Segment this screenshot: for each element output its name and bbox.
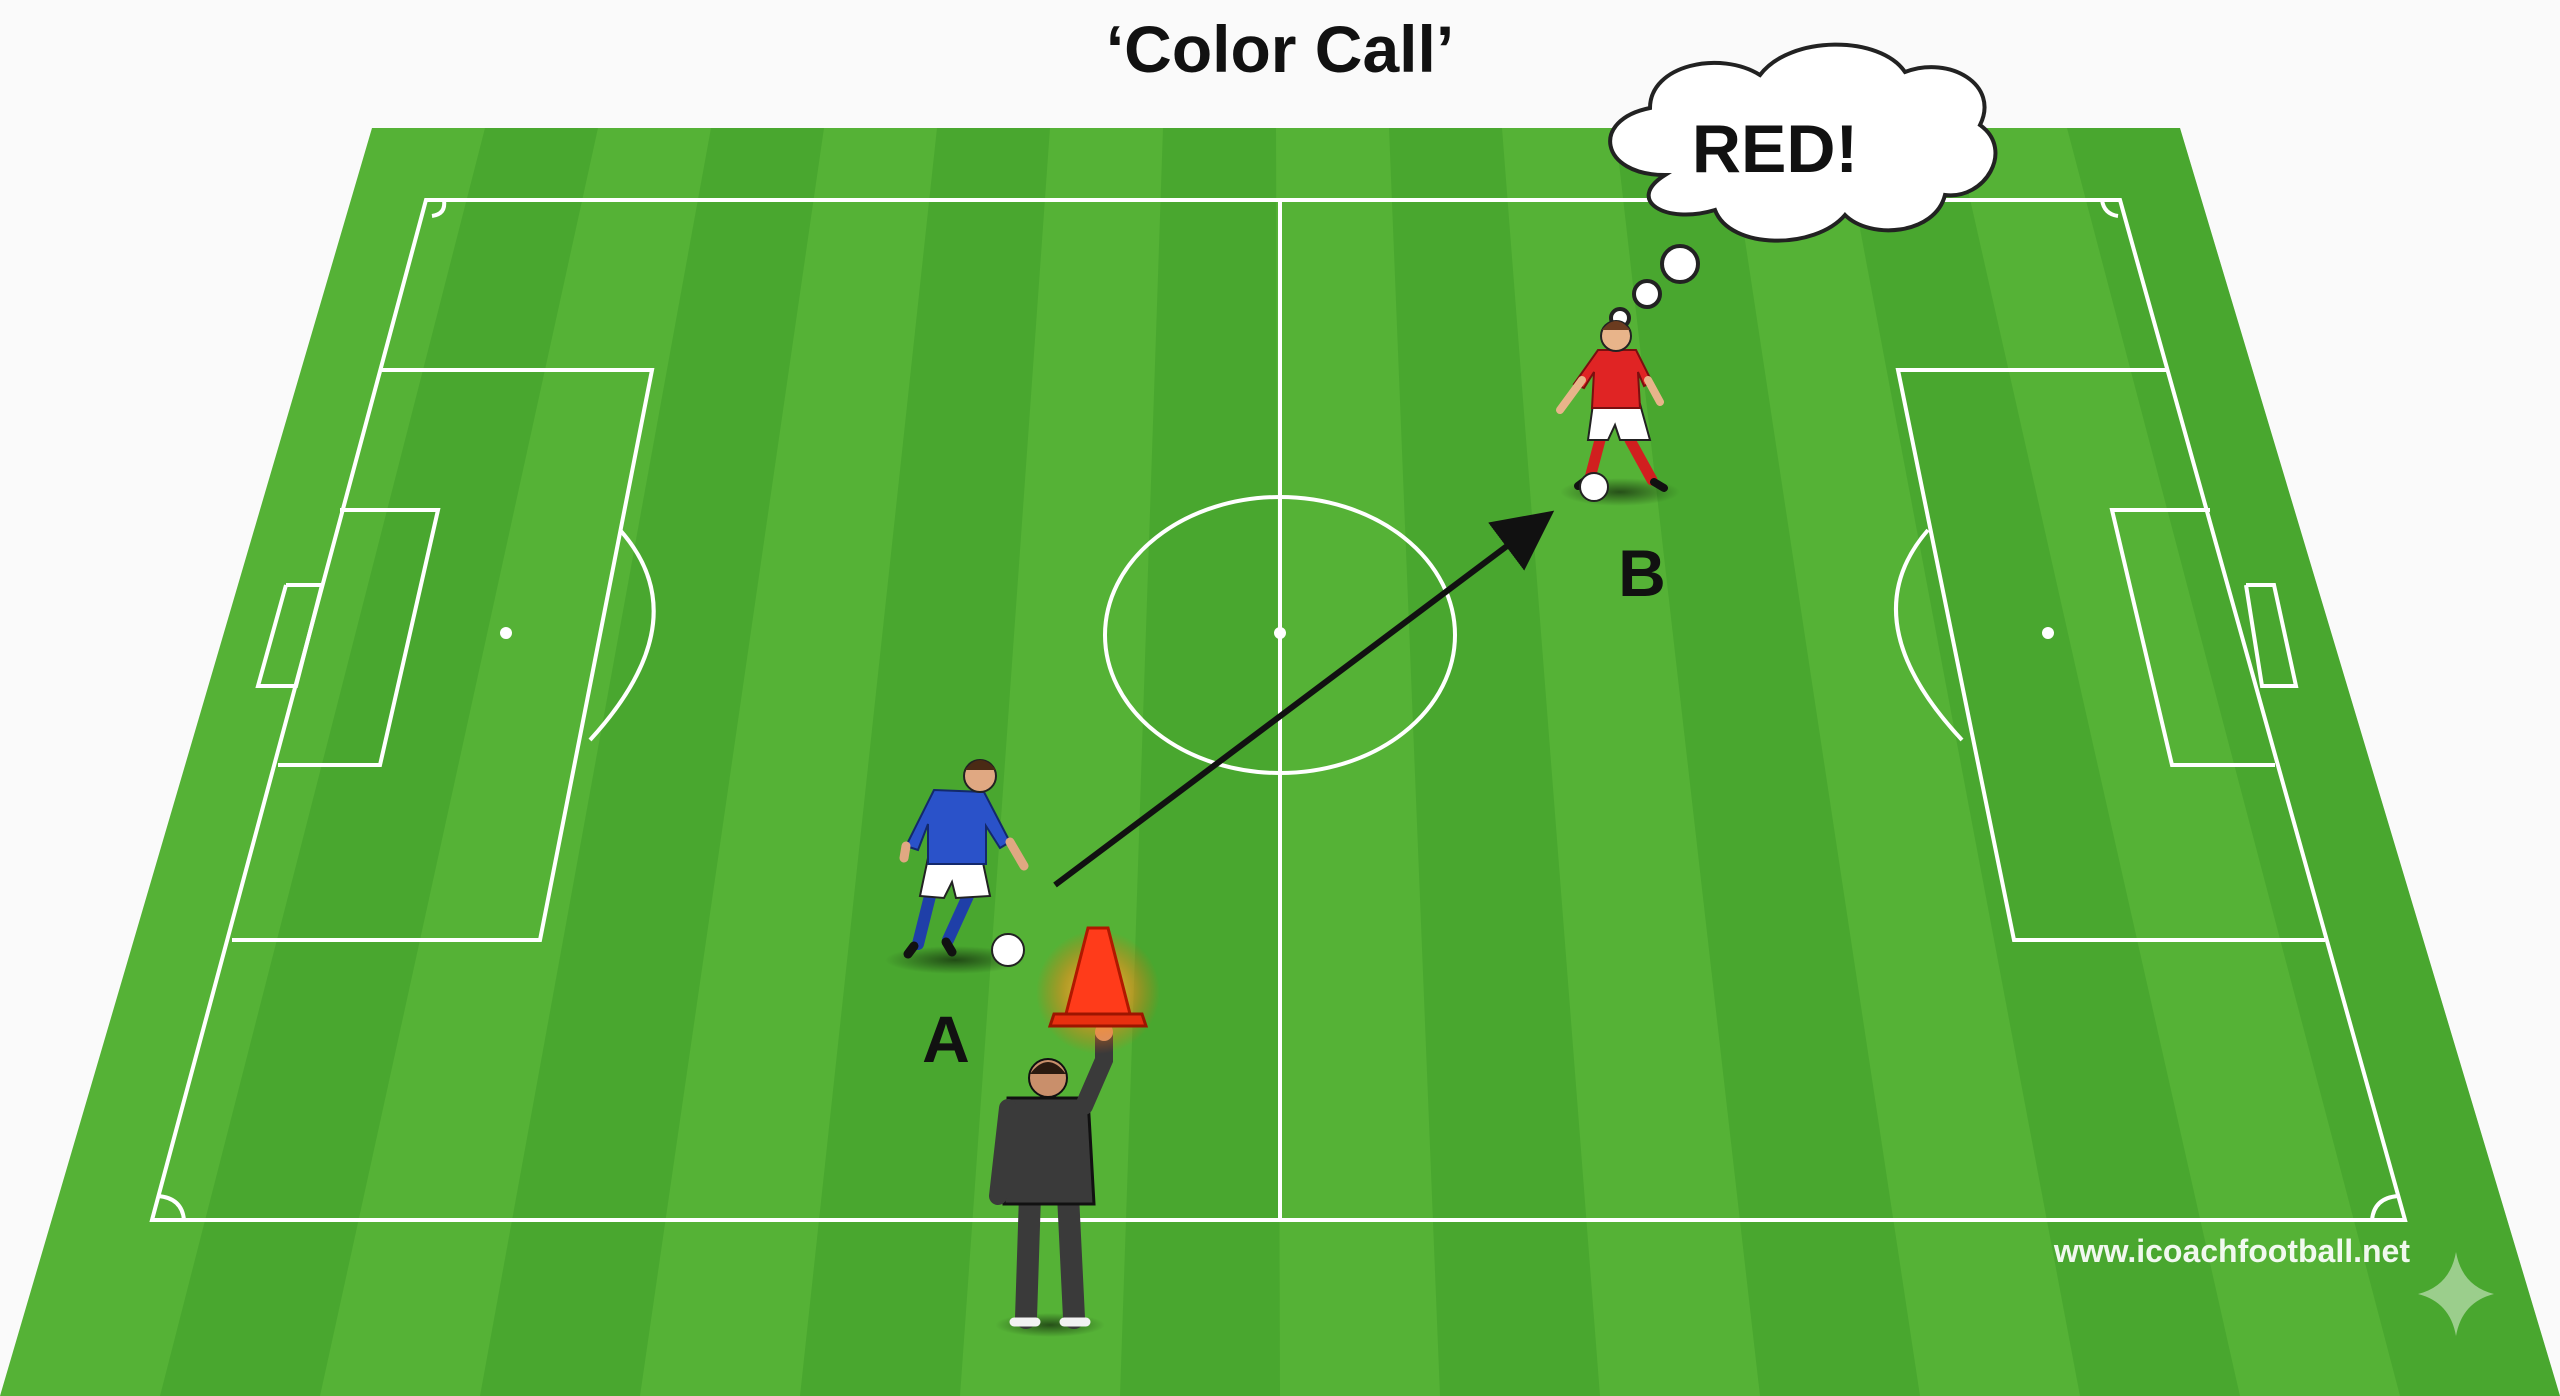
player-b-label: B (1618, 536, 1666, 610)
player-b-legs (1584, 434, 1658, 486)
corner-arc-br (2370, 1194, 2399, 1221)
player-b-shorts (1586, 403, 1652, 441)
corner-arc-tr (2100, 199, 2119, 218)
right-goal (2244, 583, 2299, 688)
pitch-stripe (1389, 128, 1600, 1396)
pitch-stripe (1120, 128, 1280, 1396)
player-a-shirt (904, 788, 1012, 865)
pitch-spots (500, 627, 2054, 639)
left-goal (255, 583, 325, 688)
coach (989, 1023, 1113, 1337)
pitch-boundary (149, 198, 2408, 1222)
pitch-stripe (800, 128, 1050, 1396)
player-a-label: A (922, 1002, 970, 1076)
center-spot (1274, 627, 1286, 639)
player-a-shadow (885, 946, 1025, 974)
ball-icon (1579, 472, 1609, 502)
left-penalty-arc (588, 528, 656, 742)
diagram-title: ‘Color Call’ (1106, 12, 1454, 86)
cone-icon (1036, 926, 1160, 1054)
center-circle (1103, 495, 1457, 775)
ball-icon (991, 933, 1025, 967)
right-six-yard-box (2109, 508, 2275, 767)
left-penalty-area (232, 368, 655, 942)
pitch-markings (149, 198, 2408, 1222)
thought-bubble-icon: RED! (1608, 42, 1998, 329)
corner-arc-bl (157, 1194, 186, 1221)
corner-arc-tl (431, 199, 447, 218)
pass-arrow (1053, 510, 1555, 888)
callout-text: RED! (1692, 111, 1858, 187)
right-penalty-arc (1893, 528, 1964, 742)
player-b: B (1556, 320, 1680, 610)
pitch-stripe (480, 128, 824, 1396)
player-a-legs (912, 890, 974, 950)
pitch-stripe (1615, 128, 1920, 1396)
left-penalty-spot (500, 627, 512, 639)
right-penalty-area (1895, 368, 2325, 942)
pitch-stripe (1841, 128, 2240, 1396)
left-six-yard-box (278, 508, 441, 767)
right-penalty-spot (2042, 627, 2054, 639)
watermark: www.icoachfootball.net (2053, 1233, 2411, 1269)
player-a: A (885, 759, 1029, 1076)
sparkle-icon (2418, 1252, 2494, 1336)
